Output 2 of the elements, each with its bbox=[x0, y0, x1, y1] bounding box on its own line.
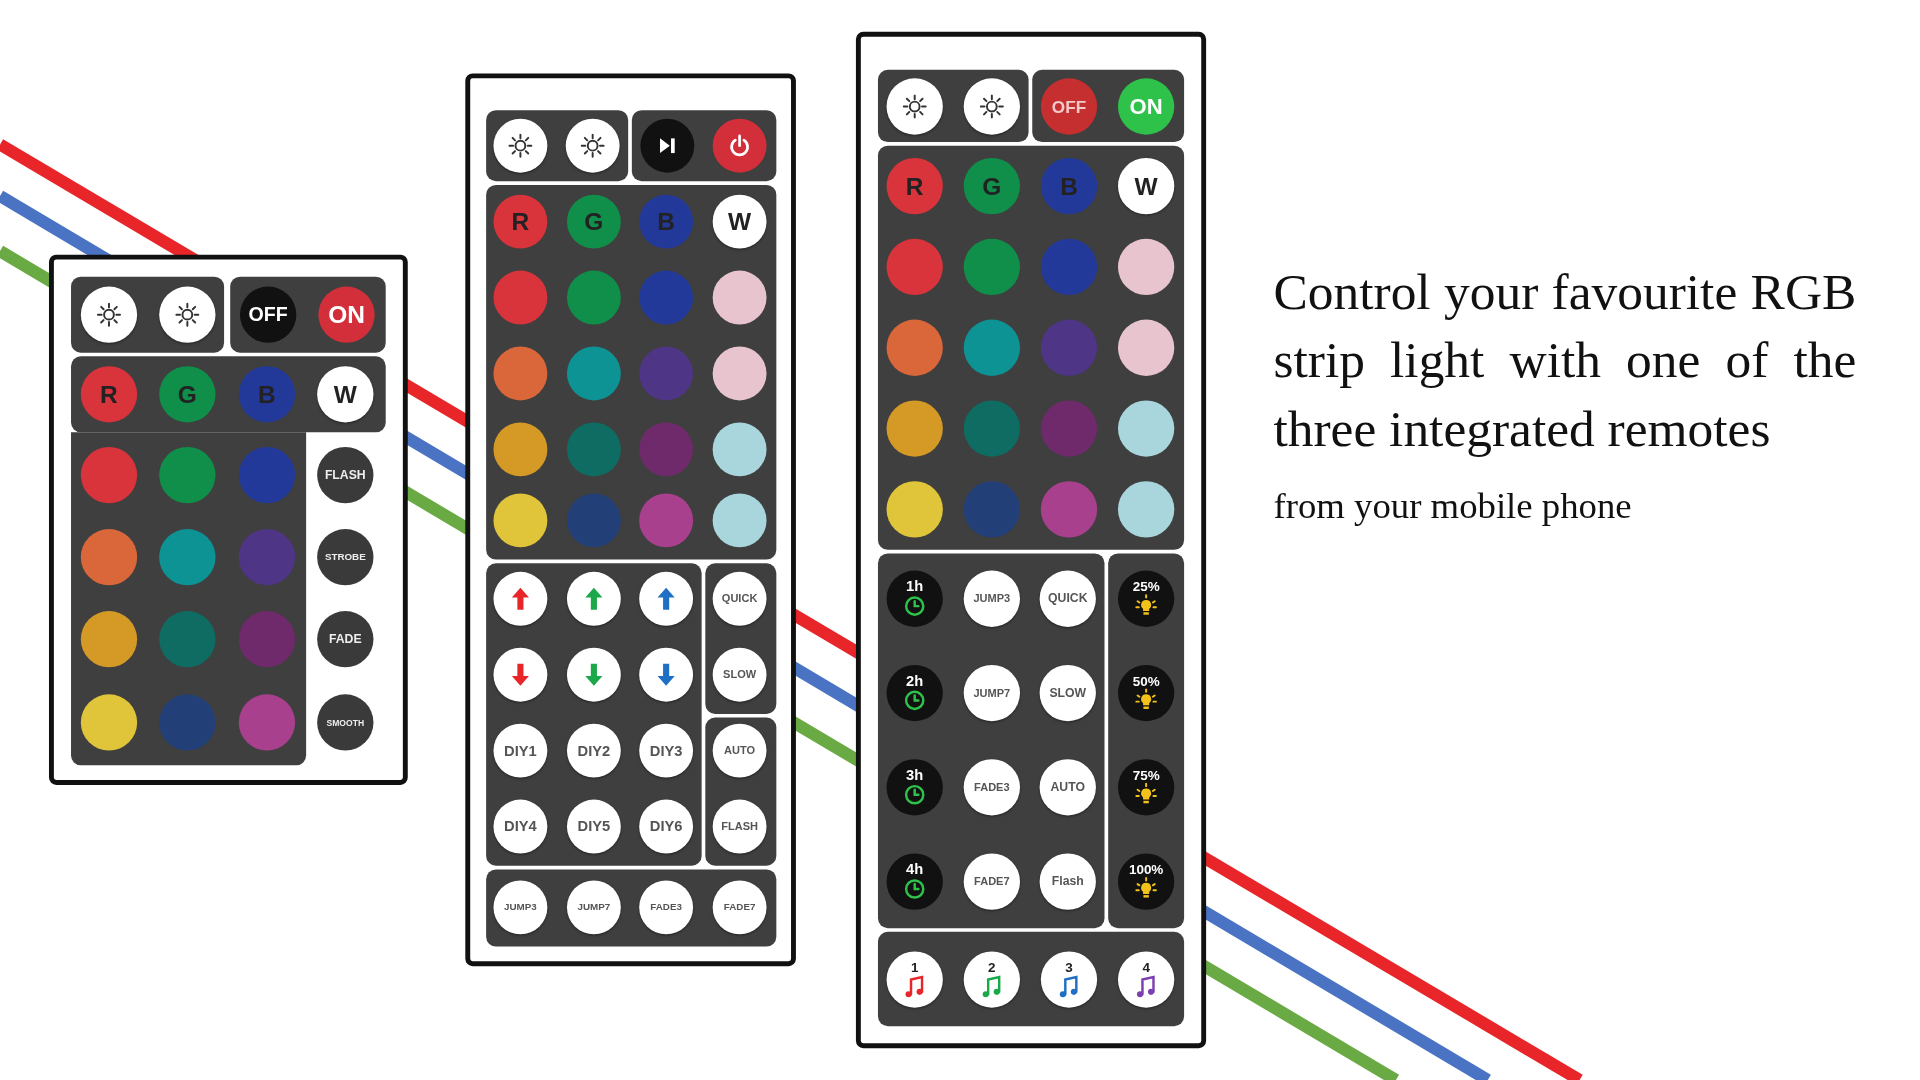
subheading: from your mobile phone bbox=[1273, 484, 1633, 527]
heading: Control your favourite RGB strip light with one of the three integrated remotes bbox=[1273, 262, 1857, 459]
